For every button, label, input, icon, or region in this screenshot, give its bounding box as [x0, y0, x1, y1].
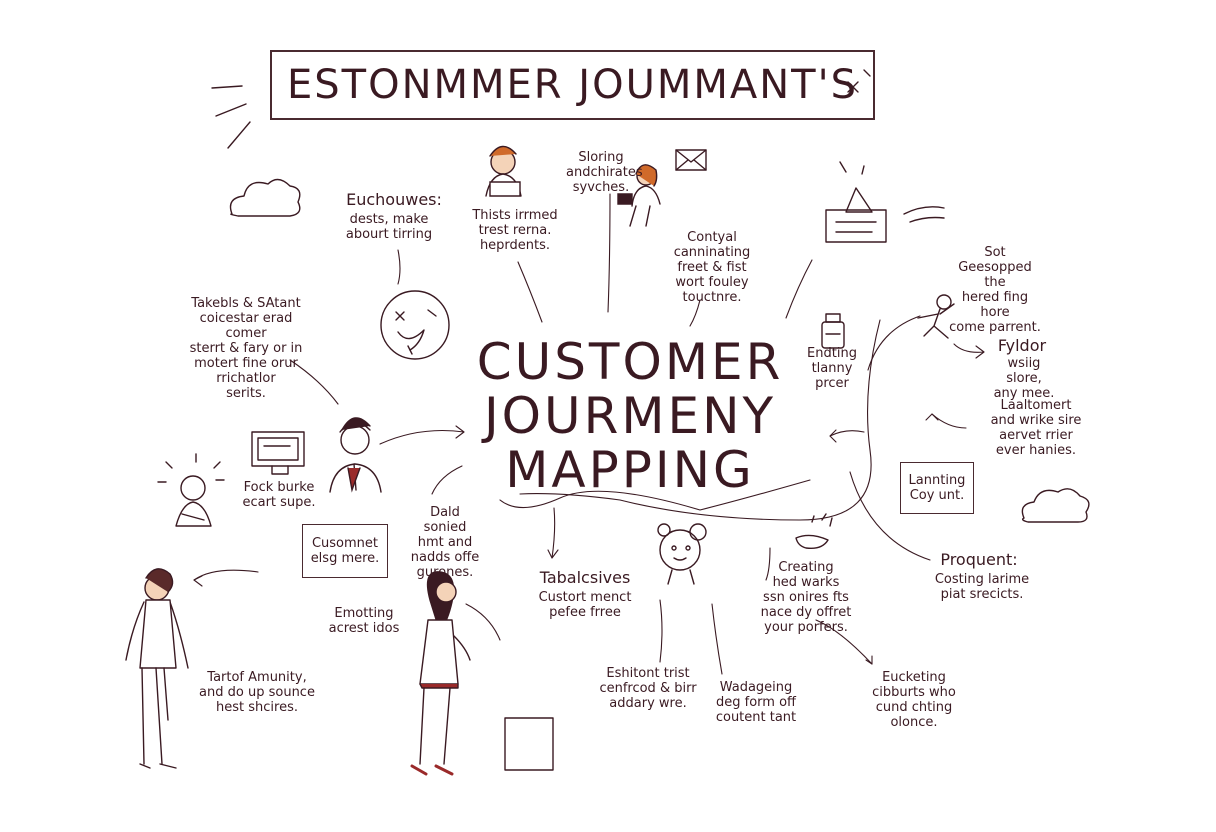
fyldor-note: wsiig slore, any mee. — [993, 356, 1055, 401]
jar-icon — [822, 314, 844, 348]
title-banner: ESTONMMER JOUMMANT'S — [270, 50, 875, 120]
seated-person — [618, 165, 660, 226]
proquent-heading: Proquent: — [940, 550, 1018, 569]
cusomnet-card: Cusomnet elsg mere. — [302, 524, 388, 578]
dald-note: Dald sonied hmt and nadds offe gurones. — [410, 505, 480, 580]
takebls-note: Takebls & SAtant coicestar erad comer st… — [189, 296, 303, 401]
paper-plane-icon — [826, 162, 944, 242]
creating-note: Creating hed warks ssn onires fts nace d… — [760, 560, 852, 635]
arrowheads — [194, 346, 984, 664]
sot-note: Sot Geesopped the hered fing hore come p… — [949, 245, 1041, 335]
blank-card — [505, 718, 553, 770]
endting-note: Endting tlanny prcer — [807, 346, 857, 391]
robot-icon — [658, 524, 706, 584]
contyal-note: Contyal canninating freet & fist wort fo… — [673, 230, 751, 305]
emphasis-strokes — [212, 86, 250, 148]
cloud-icon — [231, 179, 300, 216]
euchouwes-heading: Euchouwes: — [346, 190, 442, 209]
fyldor-heading: Fyldor — [997, 336, 1047, 355]
laaltomert-note: Laaltomert and wrike sire aervet rrier e… — [990, 398, 1082, 458]
euchouwes-note: dests, make abourt tirring — [345, 212, 433, 242]
sparkle-icon — [848, 70, 870, 92]
face-icon — [381, 291, 449, 359]
emotting-note: Emotting acrest idos — [328, 606, 400, 636]
tabalcsives-heading: Tabalcsives — [539, 568, 631, 587]
woman-standing-center — [412, 572, 470, 774]
thinking-man — [342, 418, 370, 490]
sloring-note: Sloring andchirates syvches. — [566, 150, 643, 195]
eucketing-note: Eucketing cibburts who cund chting olonc… — [872, 670, 956, 730]
cloud-icon — [1022, 489, 1089, 522]
reading-person — [486, 146, 521, 196]
envelope-icon — [676, 150, 706, 170]
fock-note: Fock burke ecart supe. — [242, 480, 316, 510]
proquent-note: Costing larime piat srecicts. — [934, 572, 1030, 602]
lanning-card: Lannting Coy unt. — [900, 462, 974, 514]
tartof-note: Tartof Amunity, and do up sounce hest sh… — [199, 670, 315, 715]
banner-title: ESTONMMER JOUMMANT'S — [287, 62, 858, 108]
woman-standing-left — [126, 569, 188, 768]
wadageing-note: Wadageing deg form off coutent tant — [715, 680, 797, 725]
stressed-person-icon — [158, 454, 224, 526]
main-heading: CUSTOMER JOURMENY MAPPING — [476, 333, 784, 499]
tabalcsives-note: Custort menct pefee frree — [538, 590, 632, 620]
thists-note: Thists irrmed trest rerna. heprdents. — [472, 208, 558, 253]
eshitont-note: Eshitont trist cenfrcod & birr addary wr… — [599, 666, 697, 711]
running-person-icon — [918, 295, 954, 338]
monitor-icon — [252, 432, 304, 474]
